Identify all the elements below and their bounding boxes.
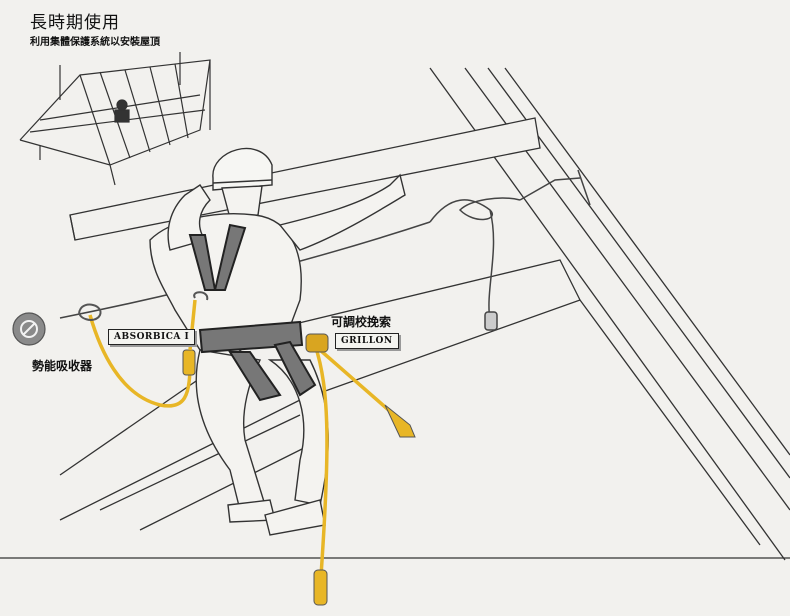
page-subtitle: 利用集體保護系統以安裝屋頂 — [30, 37, 160, 48]
harness — [188, 223, 317, 402]
adjuster-product-tag: GRILLON — [335, 333, 399, 349]
worker-figure — [149, 147, 406, 536]
page-title: 長時期使用 — [30, 13, 120, 33]
energy-absorber-icon — [12, 312, 46, 346]
absorber-label-cn: 勢能吸收器 — [32, 359, 93, 373]
absorber-product-tag: ABSORBICA I — [108, 329, 196, 345]
lanyards — [78, 291, 416, 606]
scaffold-sketch — [19, 52, 211, 186]
adjuster-label-cn: 可調校挽索 — [331, 315, 392, 329]
roof-structure — [0, 67, 790, 561]
lifeline-rope — [59, 169, 591, 331]
